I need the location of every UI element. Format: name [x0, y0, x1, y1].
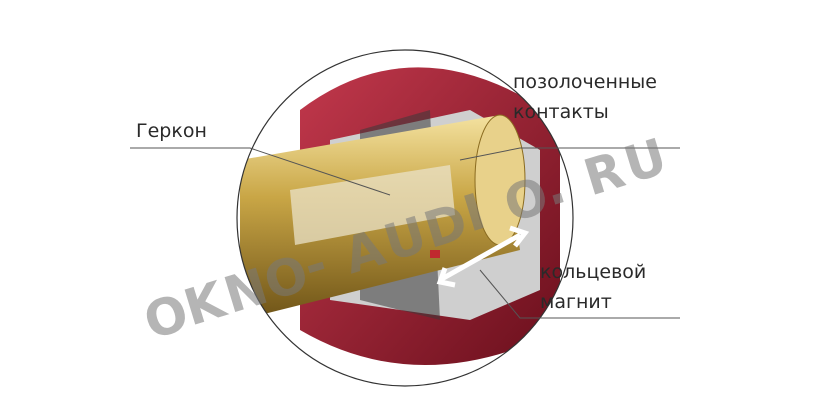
cutaway-view — [237, 50, 573, 386]
label-gold-contacts-2: контакты — [513, 101, 609, 123]
reed-switch — [290, 165, 455, 245]
leader-lines — [130, 147, 680, 319]
magnifier-circle — [236, 49, 574, 387]
label-ring-magnet-1: кольцевой — [540, 261, 647, 283]
label-gold-contacts-1: позолоченные — [513, 71, 657, 93]
magnet-arrow — [436, 225, 530, 288]
label-ring-magnet-2: магнит — [540, 291, 612, 313]
label-reed-switch: Геркон — [136, 120, 207, 142]
